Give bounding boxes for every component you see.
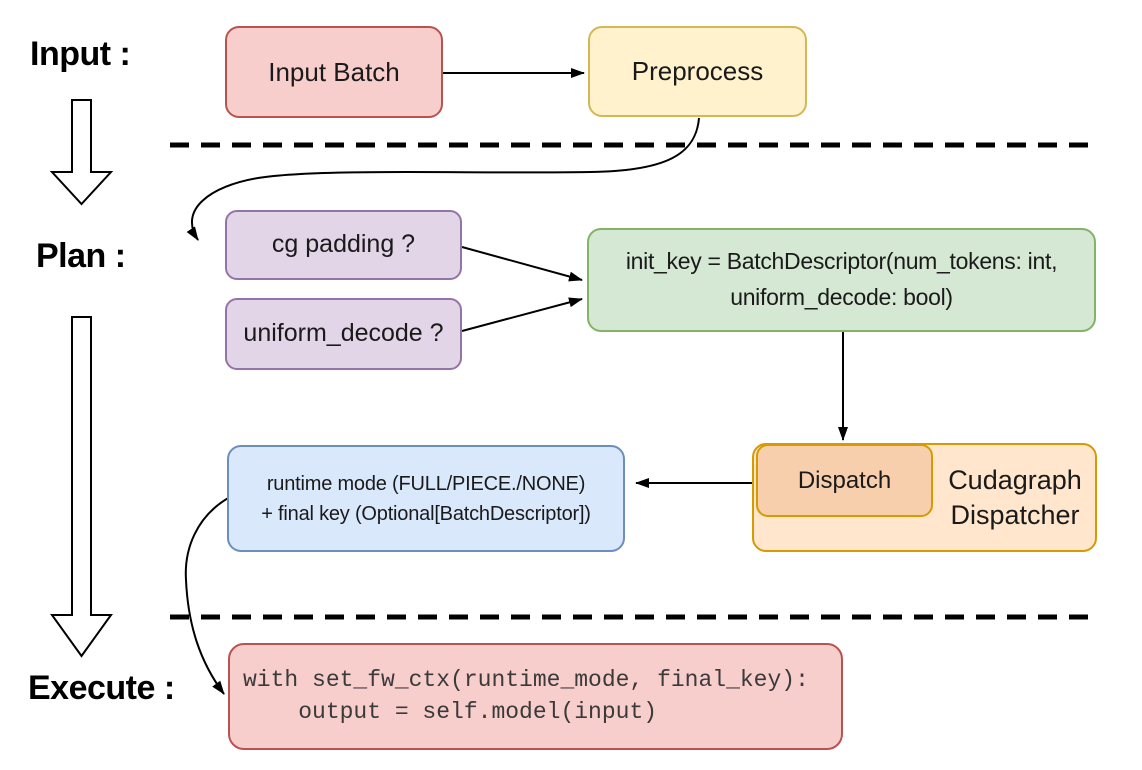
cudagraph-label-line1: Cudagraph [948,465,1082,495]
node-init-key-line2: uniform_decode: bool) [730,284,953,310]
node-cudagraph-dispatcher-label: Cudagraph Dispatcher [933,463,1097,533]
arrow-cg-padding-to-init-key [461,246,583,282]
stage-arrow-plan-to-execute-icon [50,316,113,658]
execute-code-line1: with set_fw_ctx(runtime_mode, final_key)… [243,667,809,694]
stage-label-execute: Execute : [28,669,175,707]
node-runtime-mode-line2: + final key (Optional[BatchDescriptor]) [261,502,591,525]
arrow-preprocess-to-cg-padding [186,117,700,241]
stage-label-input: Input : [30,35,131,73]
node-execute-code: with set_fw_ctx(runtime_mode, final_key)… [228,643,843,750]
node-dispatch: Dispatch [756,444,933,517]
node-input-batch: Input Batch [225,26,443,118]
node-cg-padding: cg padding ? [225,210,462,280]
node-init-key: init_key = BatchDescriptor(num_tokens: i… [587,228,1096,332]
node-runtime-mode-line1: runtime mode (FULL/PIECE./NONE) [266,472,586,495]
cudagraph-label-line2: Dispatcher [950,500,1080,531]
node-dispatch-label: Dispatch [797,466,892,494]
node-cg-padding-label: cg padding ? [271,230,416,259]
execute-code-line2: output = self.model(input) [243,698,658,725]
node-preprocess-label: Preprocess [631,56,764,87]
arrow-uniform-decode-to-init-key [461,297,583,332]
node-preprocess: Preprocess [588,26,807,117]
stage-label-plan: Plan : [36,237,126,275]
node-init-key-line1: init_key = BatchDescriptor(num_tokens: i… [625,248,1058,275]
node-uniform-decode-label: uniform_decode ? [243,319,444,348]
node-runtime-mode: runtime mode (FULL/PIECE./NONE) + final … [227,445,625,552]
node-input-batch-label: Input Batch [268,56,400,87]
arrow-runtime-mode-to-execute-code [184,496,231,695]
stage-arrow-input-to-plan-icon [49,99,114,206]
node-uniform-decode: uniform_decode ? [225,298,462,370]
